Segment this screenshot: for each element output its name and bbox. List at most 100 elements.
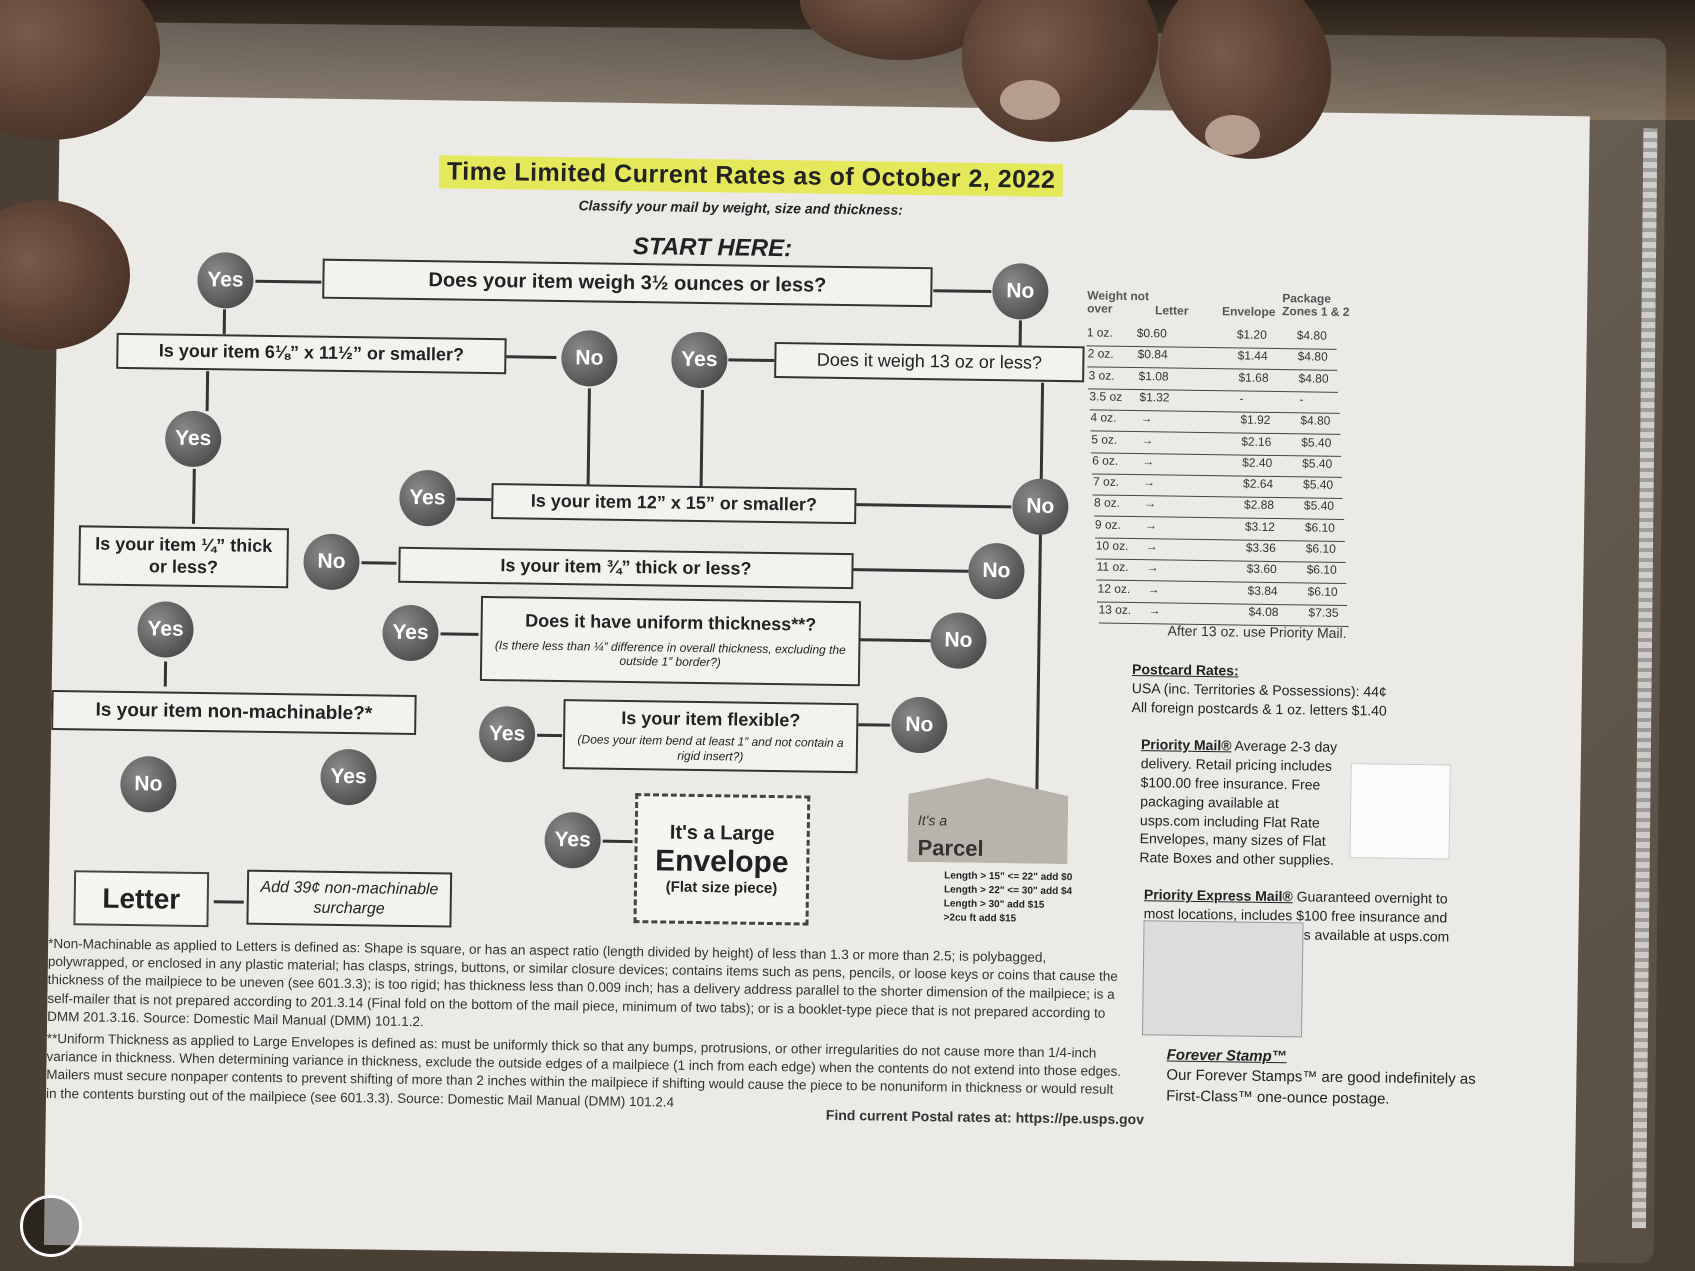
sheet-title: Time Limited Current Rates as of October… <box>438 155 1064 198</box>
rate-cell-env: $2.64 <box>1242 476 1274 492</box>
connector <box>506 355 557 359</box>
connector <box>361 561 397 565</box>
large-envelope-line2: Envelope <box>654 844 789 880</box>
connector <box>853 568 969 573</box>
question-letter-size: Is your item 6⅛” x 11½” or smaller? <box>116 332 507 375</box>
rate-row: 3.5 oz$1.32-- <box>1089 389 1340 414</box>
rate-cell-w: 3.5 oz <box>1089 389 1123 404</box>
question-weight-3-5oz: Does your item weigh 3½ ounces or less? <box>322 258 933 308</box>
rate-row: 8 oz.→$2.88$5.40 <box>1093 495 1345 521</box>
connector <box>440 632 479 636</box>
rate-cell-env: - <box>1239 391 1244 406</box>
rate-row: 11 oz. → $3.60 $6.10 <box>1096 559 1347 585</box>
yes-circle: Yes <box>320 748 377 806</box>
connector <box>456 497 492 502</box>
col-letter: Letter <box>1155 303 1189 318</box>
no-circle: No <box>991 263 1049 320</box>
find-rates-link: Find current Postal rates at: https://pe… <box>825 1106 1145 1128</box>
large-envelope-line3: (Flat size piece) <box>665 878 778 898</box>
connector <box>1035 382 1045 793</box>
yes-circle: Yes <box>478 705 536 763</box>
yes-circle: Yes <box>137 601 194 658</box>
connector <box>699 389 704 491</box>
rate-cell-letter: $0.60 <box>1136 326 1167 341</box>
rate-cell-w: 8 oz. <box>1093 495 1121 511</box>
rate-cell-letter: $0.84 <box>1137 347 1168 362</box>
rate-cell-letter: → <box>1147 581 1160 596</box>
rate-cell-env: $3.36 <box>1245 540 1276 556</box>
flexible-label: Is your item flexible? <box>621 707 801 731</box>
rate-cell-pkg: $7.35 <box>1308 605 1339 620</box>
priority-packaging-image <box>1349 763 1451 860</box>
sheet-subtitle: Classify your mail by weight, size and t… <box>578 197 904 218</box>
yes-circle: Yes <box>399 469 456 527</box>
flexible-note: (Does your item bend at least 1” and not… <box>577 732 844 764</box>
rate-cell-w: 3 oz. <box>1088 367 1115 383</box>
postcard-foreign: All foreign postcards & 1 oz. letters $1… <box>1131 698 1387 719</box>
connector <box>255 279 322 284</box>
rate-cell-w: 6 oz. <box>1092 453 1119 468</box>
live-photo-icon[interactable] <box>20 1195 82 1257</box>
rate-cell-pkg: $4.80 <box>1300 413 1331 428</box>
rate-cell-env: $3.60 <box>1246 561 1277 577</box>
rate-row: 3 oz.$1.08$1.68$4.80 <box>1088 367 1339 393</box>
rate-sheet: Time Limited Current Rates as of October… <box>43 95 1590 1267</box>
forever-section: Forever Stamp™ Our Forever Stamps™ are g… <box>1166 1046 1487 1111</box>
no-circle: No <box>930 612 987 669</box>
forever-text: Our Forever Stamps™ are good indefinitel… <box>1166 1066 1476 1108</box>
question-quarter-inch-thick: Is your item ¼” thick or less? <box>78 525 289 589</box>
rate-cell-env: $2.88 <box>1243 497 1275 513</box>
rate-cell-pkg: $5.40 <box>1302 477 1334 492</box>
letter-result: Letter <box>73 870 210 928</box>
rate-cell-pkg: $6.10 <box>1305 541 1336 556</box>
rate-cell-env: $4.08 <box>1248 604 1279 619</box>
rate-cell-letter: → <box>1142 453 1155 469</box>
connector <box>537 733 563 738</box>
rate-cell-pkg: $5.40 <box>1301 434 1332 450</box>
rate-cell-letter: → <box>1141 432 1154 447</box>
question-non-machinable: Is your item non-machinable?* <box>51 689 417 736</box>
no-circle: No <box>968 542 1025 600</box>
parcel-line1: It's a <box>917 812 948 829</box>
rate-cell-letter: → <box>1142 475 1156 490</box>
rate-cell-w: 2 oz. <box>1087 346 1114 362</box>
yes-circle: Yes <box>670 331 728 389</box>
connector <box>586 388 591 489</box>
rate-cell-pkg: $4.80 <box>1297 349 1328 365</box>
col-weight: Weight not over <box>1087 288 1150 316</box>
connector <box>856 503 1012 509</box>
rate-cell-w: 13 oz. <box>1098 602 1132 617</box>
after-13oz-note: After 13 oz. use Priority Mail. <box>1167 622 1347 642</box>
rate-cell-env: $1.68 <box>1238 370 1269 385</box>
connector <box>205 371 210 412</box>
connector <box>860 638 931 643</box>
rate-cell-env: $3.84 <box>1247 583 1278 598</box>
rate-cell-w: 11 oz. <box>1096 559 1129 575</box>
col-package: Package Zones 1 & 2 <box>1282 291 1350 320</box>
rate-cell-env: $2.16 <box>1241 434 1272 449</box>
rate-row: 5 oz.→$2.16$5.40 <box>1091 431 1342 457</box>
rate-cell-letter: $1.08 <box>1138 368 1169 384</box>
express-envelope-image <box>1141 920 1304 1038</box>
no-circle: No <box>890 696 948 754</box>
rate-cell-pkg: $4.80 <box>1296 328 1327 343</box>
rate-cell-letter: → <box>1140 411 1153 426</box>
rate-cell-pkg: $6.10 <box>1306 562 1337 578</box>
priority-text: Average 2-3 day delivery. Retail pricing… <box>1139 737 1338 869</box>
rate-row: 7 oz.→$2.64$5.40 <box>1092 474 1344 500</box>
parcel-notes: Length > 15" <= 22" add $0 Length > 22" … <box>943 869 1073 927</box>
rate-cell-letter: → <box>1145 539 1158 554</box>
start-here-label: START HERE: <box>632 233 793 263</box>
rate-row: 6 oz. → $2.40 $5.40 <box>1091 453 1343 478</box>
rate-row: 1 oz.$0.60$1.20$4.80 <box>1086 325 1337 350</box>
fingernail <box>1000 80 1060 120</box>
rate-cell-env: $2.40 <box>1242 455 1273 470</box>
rate-cell-pkg: $5.40 <box>1302 456 1333 471</box>
footnote-uniform-thickness: **Uniform Thickness as applied to Large … <box>45 1030 1122 1110</box>
rate-cell-letter: → <box>1146 560 1159 575</box>
no-circle: No <box>1011 478 1069 536</box>
connector <box>222 309 227 335</box>
question-uniform-thickness: Does it have uniform thickness**? (Is th… <box>479 595 862 687</box>
rate-cell-w: 9 oz. <box>1094 517 1122 532</box>
yes-circle: Yes <box>197 251 254 309</box>
